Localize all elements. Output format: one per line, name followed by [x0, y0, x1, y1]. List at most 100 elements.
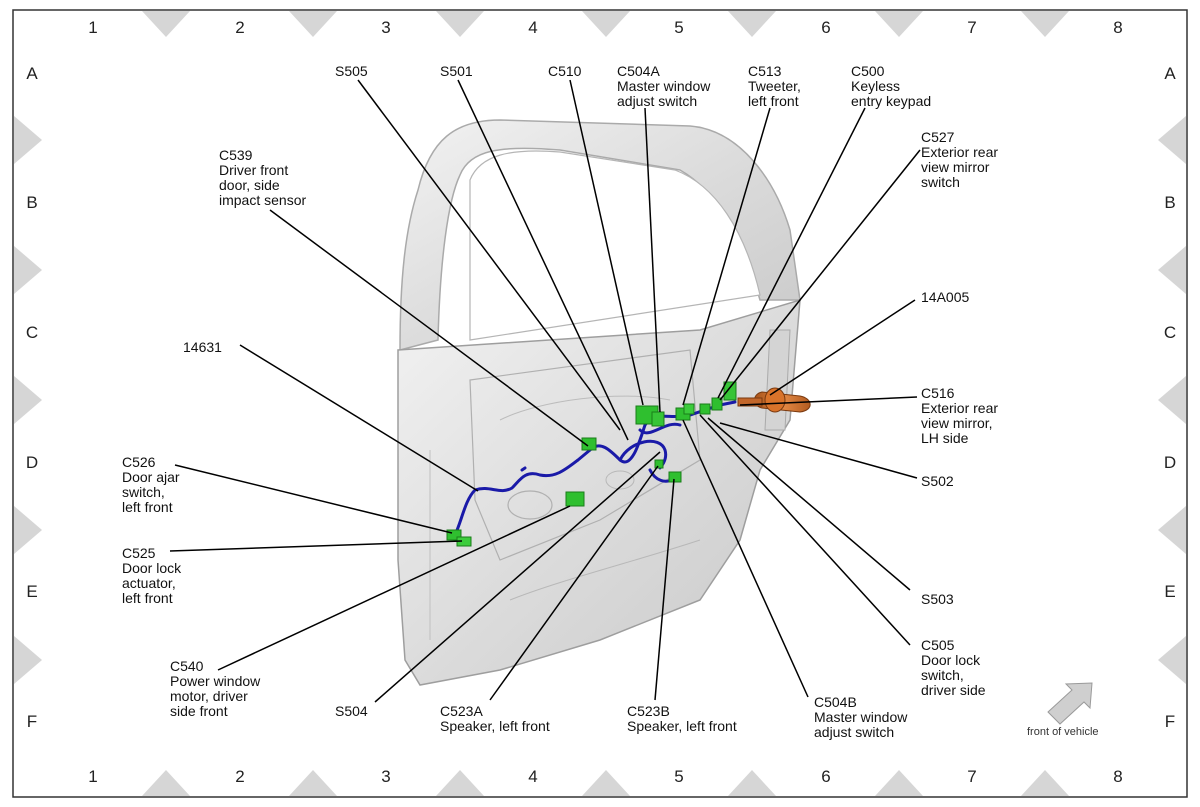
leader-c523a	[489, 465, 659, 701]
callout-c510: C510	[548, 63, 582, 79]
grid-marker-top	[289, 11, 337, 37]
row-label: C	[1164, 323, 1176, 342]
grid-marker-top	[728, 11, 776, 37]
connector-c527	[711, 397, 723, 411]
leader-c510	[569, 79, 644, 406]
col-label: 2	[235, 767, 244, 786]
leader-s504	[374, 451, 661, 703]
col-label: 5	[674, 18, 683, 37]
col-label: 4	[528, 767, 537, 786]
grid-marker-top	[142, 11, 190, 37]
grid-marker-bottom	[142, 770, 190, 796]
arrow-up-right-icon	[1047, 682, 1093, 725]
grid-marker-bottom	[436, 770, 484, 796]
grid-column-labels-top: 1 2 3 4 5 6 7 8	[88, 18, 1122, 37]
harness-wire	[520, 466, 527, 472]
grid-marker-bottom	[289, 770, 337, 796]
door-window-opening	[469, 150, 761, 341]
grid-marker-right	[1158, 376, 1186, 424]
connector-c523a	[654, 459, 664, 469]
connector-c539	[581, 437, 597, 451]
leader-s501	[457, 79, 629, 441]
grid-marker-top	[582, 11, 630, 37]
callout-c525: C525 Door lock actuator, left front	[122, 545, 185, 606]
grid-marker-left	[14, 506, 42, 554]
door-panel-detail	[499, 395, 671, 421]
leader-c505	[699, 414, 911, 646]
door-hole	[605, 470, 635, 490]
grid-marker-top	[1021, 11, 1069, 37]
callout-c540: C540 Power window motor, driver side fro…	[170, 658, 264, 719]
col-label: 5	[674, 767, 683, 786]
callout-c527: C527 Exterior rear view mirror switch	[921, 129, 1002, 190]
leader-c539	[269, 209, 589, 447]
harness-wire	[638, 422, 682, 435]
callout-c504b: C504B Master window adjust switch	[814, 694, 911, 740]
callout-c505: C505 Door lock switch, driver side	[921, 637, 986, 698]
grid-marker-right	[1158, 246, 1186, 294]
grid-row-labels-left: A B C D E F	[26, 64, 38, 731]
col-label: 8	[1113, 18, 1122, 37]
col-label: 2	[235, 18, 244, 37]
door-speaker-opening	[507, 490, 553, 520]
grid-row-labels-right: A B C D E F	[1164, 64, 1176, 731]
callout-labels: S505 S501 C510 C504A Master window adjus…	[122, 63, 1002, 740]
grid-marker-top	[875, 11, 923, 37]
col-label: 1	[88, 767, 97, 786]
door-panel-detail	[509, 539, 701, 601]
mirror-connector-14a005	[737, 387, 811, 413]
leader-c540	[217, 505, 571, 671]
connector-c523b	[668, 471, 682, 483]
col-label: 6	[821, 767, 830, 786]
callout-c500: C500 Keyless entry keypad	[851, 63, 931, 109]
mirror-plug-cap	[764, 387, 786, 413]
harness-wire	[453, 448, 592, 537]
leader-c527	[719, 149, 921, 401]
callout-c526: C526 Door ajar switch, left front	[122, 454, 183, 515]
col-label: 3	[381, 18, 390, 37]
row-label: A	[1164, 64, 1176, 83]
grid-marker-left	[14, 116, 42, 164]
callout-14a005: 14A005	[921, 289, 969, 305]
callout-c516: C516 Exterior rear view mirror, LH side	[921, 385, 1002, 446]
leader-14a005	[769, 299, 916, 396]
leader-c500	[717, 107, 866, 399]
row-label: B	[26, 193, 37, 212]
leader-s505	[357, 79, 621, 431]
callout-s505: S505	[335, 63, 368, 79]
col-label: 4	[528, 18, 537, 37]
row-label: C	[26, 323, 38, 342]
connectors	[446, 381, 737, 547]
callout-14631: 14631	[183, 339, 222, 355]
connector-c505	[699, 403, 711, 415]
row-label: F	[27, 712, 37, 731]
leader-14631	[239, 344, 479, 492]
row-label: D	[26, 453, 38, 472]
grid-marker-bottom	[728, 770, 776, 796]
callout-c523b: C523B Speaker, left front	[627, 703, 737, 734]
leader-s502	[719, 422, 918, 479]
grid-marker-top	[436, 11, 484, 37]
connector-c526	[446, 529, 462, 541]
col-label: 1	[88, 18, 97, 37]
col-label: 6	[821, 18, 830, 37]
callout-s503: S503	[921, 591, 954, 607]
door-panel-detail	[469, 349, 701, 561]
callout-c523a: C523A Speaker, left front	[440, 703, 550, 734]
row-label: E	[1164, 582, 1175, 601]
grid-marker-right	[1158, 506, 1186, 554]
grid-marker-left	[14, 246, 42, 294]
row-label: D	[1164, 453, 1176, 472]
col-label: 7	[967, 18, 976, 37]
col-label: 7	[967, 767, 976, 786]
grid-marker-bottom	[875, 770, 923, 796]
row-label: F	[1165, 712, 1175, 731]
leader-lines	[169, 79, 921, 703]
callout-c513: C513 Tweeter, left front	[748, 63, 805, 109]
grid-marker-left	[14, 376, 42, 424]
leader-c525	[169, 540, 463, 552]
door-window-frame	[399, 119, 801, 351]
grid-column-labels-bottom: 1 2 3 4 5 6 7 8	[88, 767, 1122, 786]
front-of-vehicle-indicator: front of vehicle	[1027, 682, 1099, 738]
leader-c504b	[682, 419, 809, 698]
